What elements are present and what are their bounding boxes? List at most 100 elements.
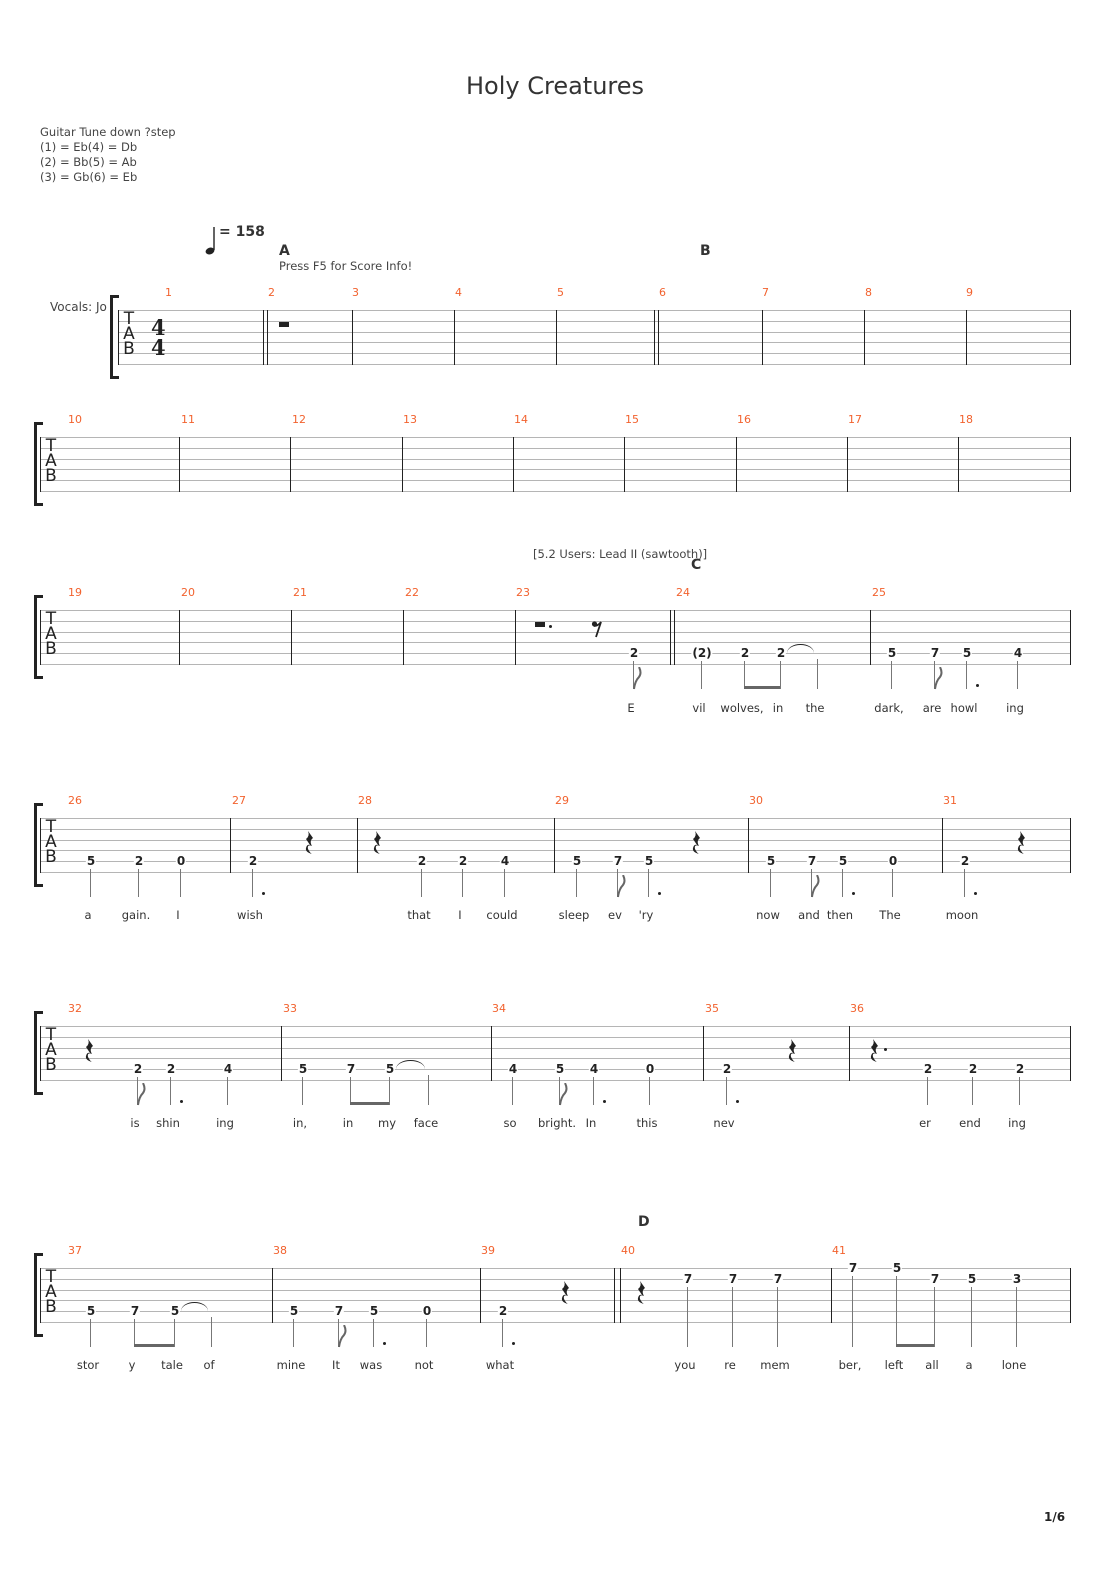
barline [267,310,269,365]
staff-line [40,1289,1070,1291]
measure-number: 15 [625,413,639,426]
measure-number: 9 [966,286,973,299]
lyric-syllable: ing [1006,701,1024,715]
barline [870,610,872,665]
lyric-syllable: er [919,1116,931,1130]
measure-number: 33 [283,1002,297,1015]
note-stem [389,1077,391,1105]
fret-number: 7 [727,1271,739,1286]
fret-number: 7 [929,646,941,661]
measure-number: 8 [865,286,872,299]
barline [357,818,359,873]
barline [1070,1268,1072,1323]
barline [263,310,265,365]
fret-number: 5 [837,854,849,869]
note-stem [180,869,182,897]
measure-number: 41 [832,1244,846,1257]
lyric-syllable: was [359,1358,383,1372]
fret-number: 7 [847,1261,859,1275]
staff-line [40,1300,1070,1302]
barline [454,310,456,365]
note-stem [927,1077,929,1105]
fret-number: 0 [887,854,899,869]
lyric-syllable: in [772,701,784,715]
fret-number: 4 [222,1062,234,1077]
note-stem [302,1077,304,1105]
measure-number: 24 [676,586,690,599]
note-beam [896,1344,936,1347]
fret-number: 2 [775,646,787,661]
note-stem [1016,1286,1018,1347]
note-stem [137,1077,139,1105]
lyric-syllable: lone [1001,1358,1027,1372]
dotted-note-dot [976,684,979,687]
staff-line [40,1047,1070,1049]
barline [515,610,517,665]
lyric-syllable: The [879,908,901,922]
barline [831,1268,833,1323]
measure-number: 12 [292,413,306,426]
fret-number: 7 [772,1271,784,1286]
measure-number: 27 [232,794,246,807]
tab-clef-letter: B [45,466,57,486]
half-rest-icon [535,621,545,627]
lyric-syllable: now [756,908,780,922]
barline [624,437,626,492]
note-stem [373,1319,375,1347]
measure-number: 20 [181,586,195,599]
note-stem [892,869,894,897]
lyric-syllable: mine [276,1358,306,1372]
dotted-note-dot [512,1342,515,1345]
lyric-syllable: shin [156,1116,180,1130]
lyric-syllable: what [485,1358,515,1372]
lyric-syllable: mem [760,1358,790,1372]
note-stem [971,1286,973,1347]
fret-number: 2 [133,854,145,869]
measure-number: 5 [557,286,564,299]
lyric-syllable: 'ry [638,908,654,922]
lyric-syllable: in, [292,1116,308,1130]
dotted-note-dot [974,892,977,895]
lyric-syllable: so [503,1116,517,1130]
tab-clef-letter: B [45,1297,57,1317]
barline [670,610,672,665]
note-stem [502,1319,504,1347]
barline [1070,610,1072,665]
note-stem [817,659,819,689]
measure-number: 13 [403,413,417,426]
fret-number: 2 [165,1062,177,1077]
system-bracket [34,803,43,887]
quarter-rest-icon [1017,831,1025,854]
barline [864,310,866,365]
rest-dot [884,1047,887,1051]
lyric-syllable: are [922,701,942,715]
barline [281,1026,283,1081]
measure-number: 16 [737,413,751,426]
measure-number: 4 [455,286,462,299]
barline [513,437,515,492]
fret-number: 2 [1014,1062,1026,1077]
note-stem [896,1276,898,1347]
measure-number: 21 [293,586,307,599]
time-signature: 4 [151,335,166,360]
tempo-marking: = 158 [219,224,265,240]
measure-number: 10 [68,413,82,426]
fret-number: 5 [765,854,777,869]
measure-number: 31 [943,794,957,807]
eighth-flag-icon [137,1083,146,1106]
lyric-syllable: ev [608,908,622,922]
fret-number: 5 [169,1304,181,1319]
barline [958,437,960,492]
page-number: 1/6 [1044,1510,1066,1524]
tab-clef-letter: B [45,847,57,867]
measure-number: 32 [68,1002,82,1015]
note-stem [732,1286,734,1347]
lyric-syllable: in [342,1116,354,1130]
staff-line [118,342,1070,344]
staff-line [118,331,1070,333]
note-stem [811,869,813,897]
tab-clef-letter: A [45,832,57,852]
barline [40,818,42,873]
quarter-note-icon [205,227,215,255]
note-stem [934,1286,936,1347]
